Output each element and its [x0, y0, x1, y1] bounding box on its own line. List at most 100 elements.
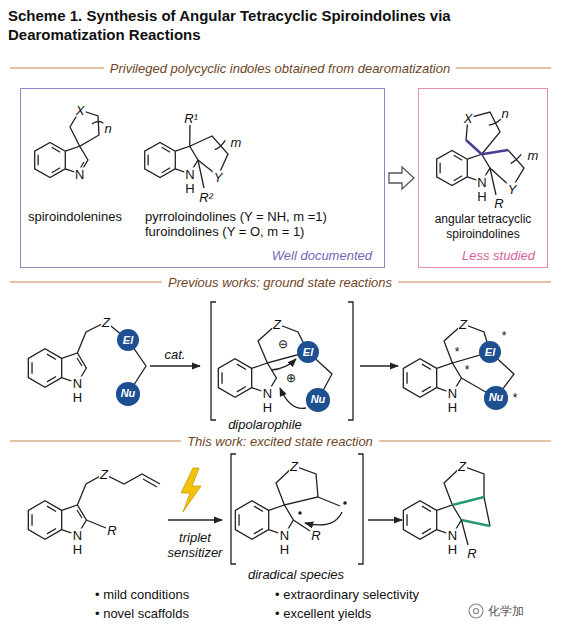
bullet-point: • mild conditions [95, 588, 189, 601]
atom-label: N [447, 529, 458, 542]
atom-label: N [279, 529, 290, 542]
charge-symbol: ⊕ [286, 372, 296, 384]
structure-part [360, 365, 398, 366]
structure-part [77, 474, 160, 505]
group-circle: Nu [484, 386, 508, 410]
atom-label: N [74, 167, 85, 180]
section-heading: This work: excited state reaction [181, 435, 379, 448]
structure-part [77, 358, 82, 366]
group-circle: Nu [306, 388, 330, 412]
group-symbol: El [303, 347, 313, 358]
atom-label: m [527, 149, 540, 162]
structure-part [271, 359, 296, 370]
atom-label: H [447, 401, 458, 414]
bullet-point: • novel scaffolds [95, 607, 189, 620]
group-circle: El [479, 341, 501, 363]
structure-part [77, 322, 146, 394]
section-heading: Privileged polycyclic indoles obtained f… [104, 62, 456, 75]
structure-part [489, 119, 501, 125]
atom-label: Z [99, 468, 109, 481]
compound-name: furoindolines (Y = O, m = 1) [145, 225, 304, 238]
section-rule [10, 68, 551, 441]
compound-name: spiroindolenines [28, 210, 122, 223]
group-circle: El [297, 341, 319, 363]
atom-label: R [466, 547, 477, 560]
bullet-point: • extraordinary selectivity [275, 588, 419, 601]
atom-label: H [72, 391, 83, 404]
atom-label: Z [289, 460, 299, 473]
structure-part [343, 501, 347, 505]
structure-part [150, 365, 200, 366]
structure-part [77, 510, 82, 518]
watermark: 化学加 [488, 605, 524, 617]
atom-label: n [103, 122, 112, 135]
watermark-icon [469, 604, 483, 618]
structure-part [298, 511, 302, 515]
box-note: Well documented [272, 249, 372, 262]
atom-label: R [106, 524, 117, 537]
reagent-label: triplet sensitizer [155, 530, 235, 560]
scheme-title: Scheme 1. Synthesis of Angular Tetracycl… [8, 6, 553, 44]
atom-label: N [72, 377, 83, 390]
structure-part [211, 302, 353, 420]
section-heading: Previous works: ground state reactions [162, 276, 398, 289]
light-bolt [181, 468, 201, 512]
reagent-label: diradical species [246, 568, 346, 581]
atom-label: X [75, 104, 86, 117]
atom-label: R¹ [183, 112, 199, 125]
atom-label: Z [457, 460, 467, 473]
reagent-label: dipolarophile [226, 418, 304, 431]
structure-part [469, 604, 483, 618]
stereocenter-mark: * [465, 364, 470, 376]
atom-label: H [447, 543, 458, 556]
group-symbol: El [485, 347, 495, 358]
atom-label: H [262, 401, 273, 414]
group-symbol: El [123, 335, 133, 346]
atom-label: N [476, 176, 487, 189]
atom-label: N [447, 387, 458, 400]
atom-label: Y [213, 171, 224, 184]
compound-name: angular tetracyclic spiroindolines [422, 212, 544, 242]
atom-label: N [72, 529, 83, 542]
atom-label: m [230, 136, 243, 149]
hollow-arrow [389, 167, 414, 189]
structure-part [368, 519, 402, 520]
structure-part [168, 519, 222, 520]
reagent-label: cat. [163, 348, 188, 361]
atom-label: Z [272, 318, 282, 331]
charge-symbol: ⊖ [278, 338, 288, 350]
stereocenter-mark: * [513, 392, 518, 404]
atom-label: H [72, 543, 83, 556]
atom-label: H [476, 190, 487, 203]
atom-label: Y [507, 183, 518, 196]
atom-label: N [184, 168, 195, 181]
atom-label: H [184, 182, 195, 195]
atom-label: Z [458, 318, 468, 331]
structure-part [305, 512, 342, 525]
stereocenter-mark: * [455, 346, 460, 358]
structure-part [215, 140, 226, 149]
structure-part [474, 609, 479, 614]
structure-part [189, 125, 191, 146]
structure-part [86, 520, 106, 528]
radical-dot [298, 501, 347, 515]
atom-label: R [310, 529, 321, 542]
group-circle: El [117, 329, 139, 351]
atom-label: H [279, 543, 290, 556]
structure-part [461, 520, 468, 545]
group-symbol: Nu [489, 392, 504, 403]
group-symbol: Nu [121, 388, 136, 399]
atom-label: R [493, 197, 504, 210]
box-note: Less studied [462, 249, 535, 262]
bond-lines [28, 110, 524, 564]
compound-name: pyrroloindolines (Y = NH, m =1) [145, 210, 327, 223]
structure-part [511, 154, 522, 163]
structure-part [452, 497, 490, 526]
stereocenter-mark: * [502, 330, 507, 342]
atom-label: N [262, 387, 273, 400]
structure-part [444, 466, 490, 526]
atom-label: n [500, 107, 509, 120]
atom-label: R² [198, 191, 214, 204]
structure-part [293, 520, 310, 531]
group-circle: Nu [116, 382, 140, 406]
